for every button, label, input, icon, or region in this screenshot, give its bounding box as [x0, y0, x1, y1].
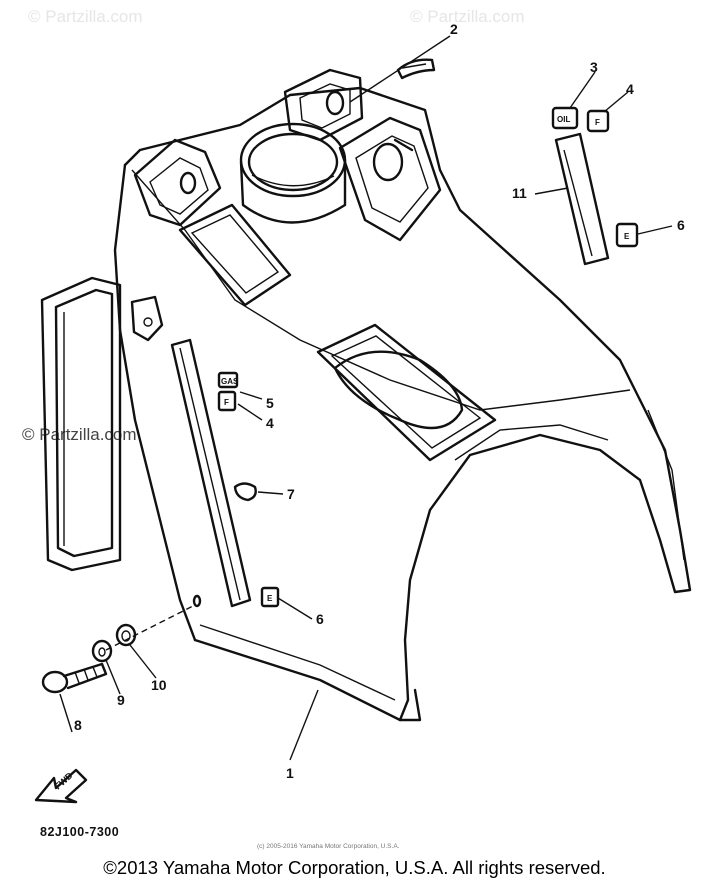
callout-2: 2: [450, 21, 458, 37]
side-slot: [170, 338, 252, 608]
copyright-notice: ©2013 Yamaha Motor Corporation, U.S.A. A…: [103, 857, 606, 878]
decal-empty: E: [615, 222, 639, 248]
decal-empty-small: E: [260, 586, 280, 608]
decal-empty-text: E: [624, 232, 630, 241]
decal-fuel-text: F: [595, 118, 600, 127]
watermark-top-right: © Partzilla.com: [410, 7, 525, 26]
callout-11: 11: [512, 185, 527, 201]
bolt-8: [41, 662, 108, 694]
decal-gas-text: GAS: [221, 377, 239, 386]
decal-empty-small-text: E: [267, 594, 273, 603]
callout-5: 5: [266, 395, 274, 411]
callout-7: 7: [287, 486, 295, 502]
callout-3: 3: [590, 59, 598, 75]
lens-part-2: [396, 58, 436, 80]
callout-9: 9: [117, 692, 125, 708]
right-switch-housing-lower: [338, 116, 442, 242]
watermark-top-left: © Partzilla.com: [28, 7, 143, 26]
gauge-strip-11: [554, 132, 610, 266]
decal-fuel: F: [586, 109, 610, 133]
forward-arrow-icon: FWD: [34, 768, 88, 804]
watermark-middle: © Partzilla.com: [22, 425, 137, 444]
side-tab: [130, 295, 164, 342]
decal-oil-text: OIL: [557, 115, 570, 124]
callout-8: 8: [74, 717, 82, 733]
right-switch-housing-upper: [283, 68, 364, 142]
fuel-cap-opening: [316, 323, 497, 462]
decal-gas: GAS: [217, 371, 239, 389]
callout-1: 1: [286, 765, 294, 781]
leader-lines: [59, 35, 673, 761]
left-switch-housing: [133, 138, 292, 307]
callout-6-side: 6: [316, 611, 324, 627]
decal-oil: OIL: [551, 106, 579, 130]
callout-4-top: 4: [626, 81, 634, 97]
washer-9: [91, 639, 113, 663]
grommet-7: [233, 482, 257, 502]
callout-6-top: 6: [677, 217, 685, 233]
mount-hole: [192, 594, 202, 608]
left-side-panel: [40, 276, 122, 572]
assembly-line: [105, 604, 196, 651]
decal-fuel-small-text: F: [224, 398, 229, 407]
fine-print: (c) 2005-2016 Yamaha Motor Corporation, …: [257, 843, 400, 850]
callout-4-side: 4: [266, 415, 274, 431]
decal-fuel-small: F: [217, 390, 237, 412]
washer-10: [115, 623, 137, 647]
main-cover: [113, 86, 692, 722]
callout-10: 10: [151, 677, 167, 693]
gauge-cup: [239, 122, 347, 224]
part-number: 82J100-7300: [40, 825, 119, 839]
